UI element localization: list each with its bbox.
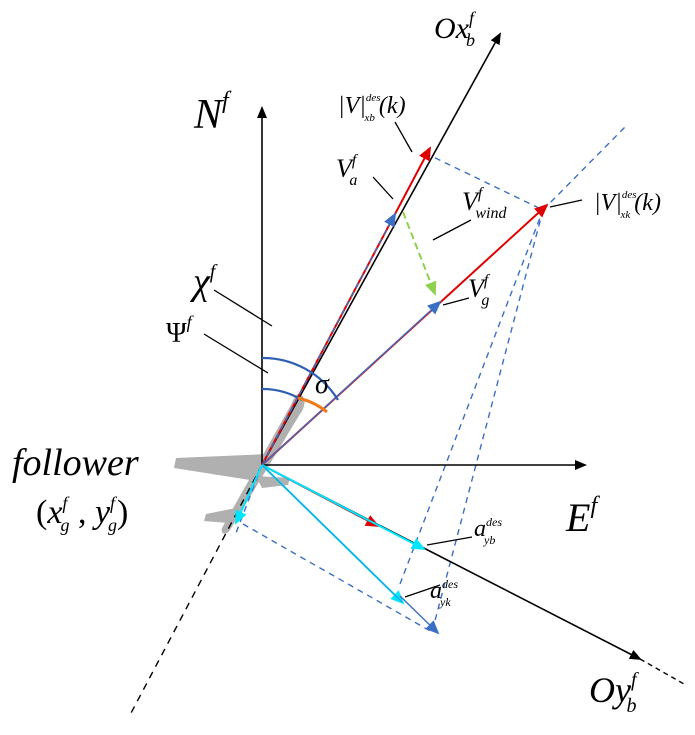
north-axis-label: Nf <box>193 88 232 138</box>
wind-vector <box>402 211 437 296</box>
a-des-yk-blue-marker <box>261 464 403 603</box>
east-axis-label: Ef <box>565 493 600 540</box>
ground-track-cyan-vector <box>235 464 263 525</box>
ground-track-extension <box>129 464 263 716</box>
lower-blue-vector <box>399 595 440 635</box>
construction-lines <box>235 125 627 633</box>
oy-axis-extension <box>639 658 685 685</box>
airspeed-vector <box>261 212 396 466</box>
a-des-yb-cyan-vector <box>261 464 426 550</box>
chi-label: χf <box>189 261 218 303</box>
psi-label: Ψf <box>166 312 195 349</box>
des-xb-vector <box>261 146 431 466</box>
chi-arc <box>261 356 339 401</box>
ground-speed-vector <box>261 300 442 466</box>
follower-label: follower <box>12 442 139 484</box>
sigma-arc <box>297 396 328 414</box>
aircraft-icon <box>174 393 305 534</box>
sigma-label: σ <box>315 369 330 400</box>
ox-body-axis-line <box>261 32 501 466</box>
leader-lines <box>203 121 583 598</box>
